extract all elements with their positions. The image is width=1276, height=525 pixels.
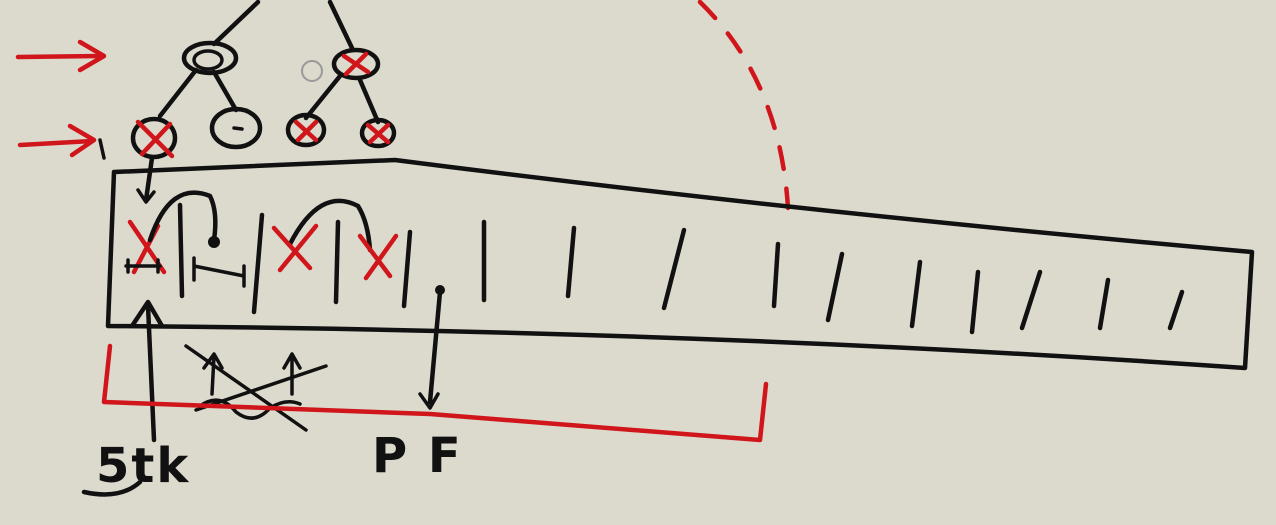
tree-leaf-3-marked [285, 112, 327, 148]
red-arrow-top [15, 39, 107, 73]
slot-dividers [177, 202, 1185, 335]
tree-leaf-2 [209, 106, 263, 150]
memory-strip [105, 157, 1255, 371]
tree-leaf-4-marked [359, 117, 397, 149]
stack-pointer-arrow [129, 299, 165, 443]
tree-node-root-left [181, 40, 239, 76]
slot-1-freed [124, 219, 167, 275]
red-range-bracket [101, 343, 769, 443]
cursor-circle-icon [301, 60, 323, 82]
crossed-out-arrows [184, 344, 328, 432]
tree-node-root-right-marked [331, 47, 381, 81]
red-arrow-bottom [17, 123, 97, 158]
slot-3-freed [271, 223, 319, 273]
slot-link-arc-1 [147, 190, 220, 248]
svg-text:5tk: 5tk [96, 438, 190, 494]
label-stack: 5tk [81, 438, 190, 497]
small-tick-mark [98, 138, 106, 160]
pf-pointer-arrow [418, 285, 445, 410]
slot-2-width-bracket [192, 256, 246, 288]
tree-edges [157, 0, 381, 125]
label-pf: P F [372, 428, 463, 484]
slot-4-freed [357, 233, 399, 281]
pointer-arrow-into-slot [136, 155, 156, 204]
slot-link-arc-2 [287, 198, 373, 253]
red-dashed-arc [697, 0, 791, 211]
tree-leaf-1-marked [130, 116, 178, 160]
